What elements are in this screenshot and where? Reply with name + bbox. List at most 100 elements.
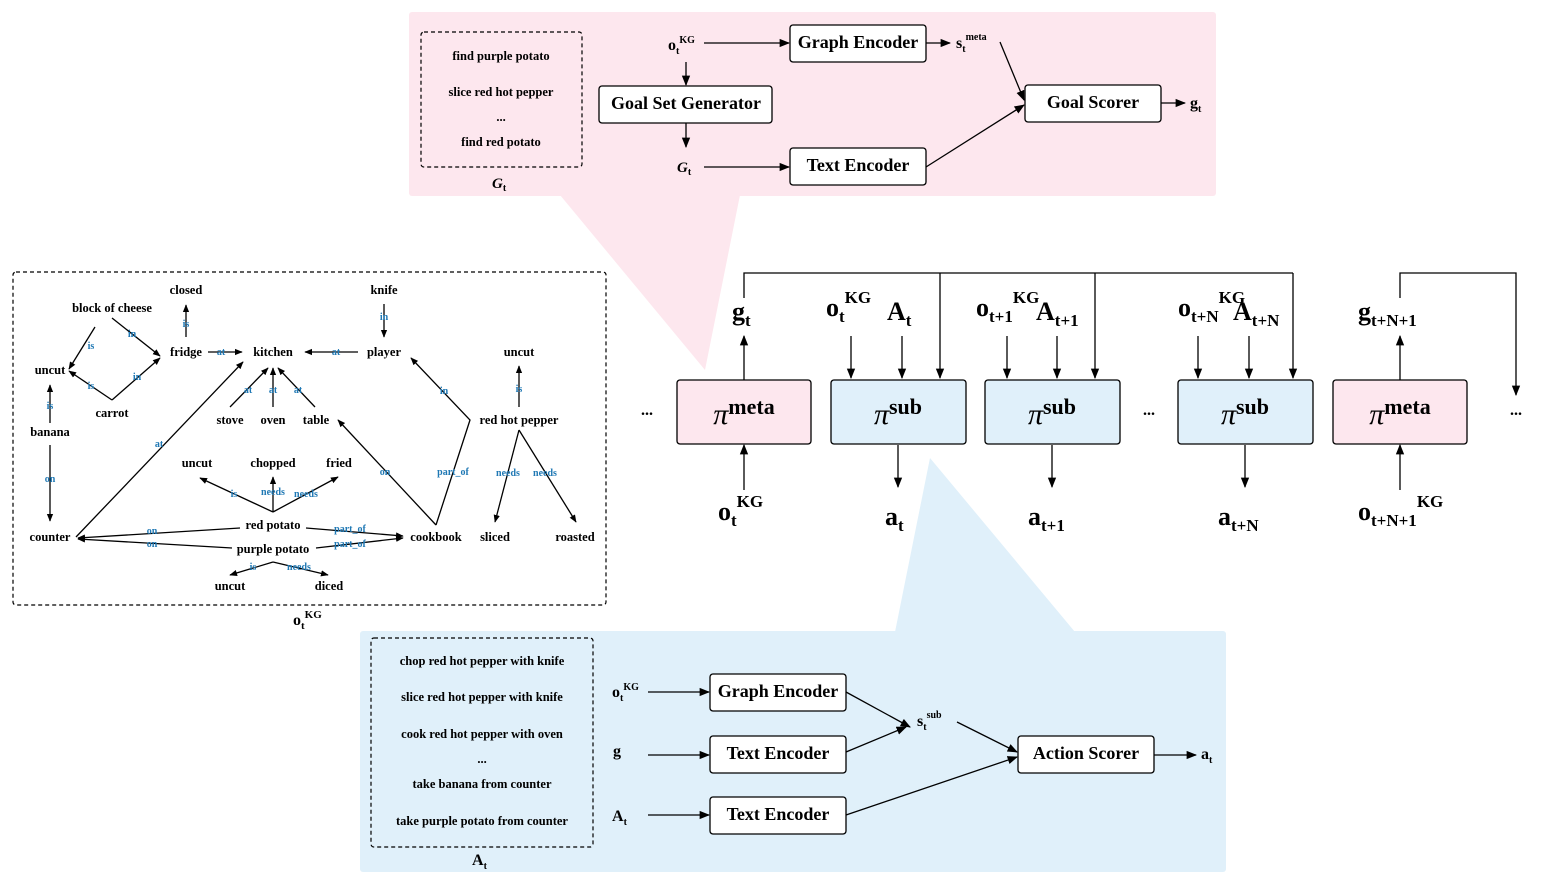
edge-label: is [231, 489, 238, 500]
action-item: slice red hot pepper with knife [401, 690, 563, 704]
action-set-input: At+N [1233, 297, 1280, 330]
graph-encoder-label: Graph Encoder [798, 32, 919, 52]
sub-module: chop red hot pepper with knife slice red… [370, 637, 1213, 872]
node-uncut: uncut [182, 456, 213, 470]
edge-label: at [217, 347, 226, 358]
meta-callout-wedge [560, 195, 740, 370]
pi-sub-label: πsub [1221, 394, 1269, 431]
kg-edge-labels: is in is is in at in at is on at at at a… [45, 312, 557, 573]
node-red-hot-pepper: red hot pepper [480, 413, 559, 427]
edge-label: part_of [334, 524, 366, 535]
edge-label: needs [261, 487, 285, 498]
node-uncut: uncut [215, 579, 246, 593]
edge-label: on [380, 467, 391, 478]
meta-module-arrows [681, 38, 1187, 172]
node-table: table [303, 413, 330, 427]
edge-label: is [88, 341, 95, 352]
action-output: at+1 [1028, 502, 1065, 535]
action-set-caption: At [472, 852, 488, 872]
action-output: at [885, 502, 904, 535]
goal-set-generator-label: Goal Set Generator [611, 93, 761, 113]
observation-input: ot+N+1KG [1358, 492, 1443, 530]
node-purple-potato: purple potato [237, 542, 310, 556]
meta-output-goal: gt [1190, 95, 1202, 115]
action-item: cook red hot pepper with oven [401, 727, 563, 741]
sub-input-actions: At [612, 808, 628, 828]
node-oven: oven [261, 413, 286, 427]
ellipsis: ... [641, 402, 653, 419]
edge-label: in [128, 329, 137, 340]
meta-input-observation: otKG [668, 35, 695, 57]
edge-label: at [269, 385, 278, 396]
goal-output: gt [732, 297, 751, 330]
text-encoder-label: Text Encoder [807, 155, 910, 175]
edge-label: at [155, 439, 164, 450]
edge-label: needs [287, 562, 311, 573]
action-item: chop red hot pepper with knife [400, 654, 565, 668]
node-diced: diced [315, 579, 344, 593]
node-counter: counter [30, 530, 71, 544]
pi-meta-label: πmeta [713, 394, 774, 431]
action-scorer-label: Action Scorer [1033, 743, 1139, 763]
node-player: player [367, 345, 401, 359]
observation-input: otKG [826, 288, 871, 326]
edge-label: part_of [437, 467, 469, 478]
sub-module-arrows [648, 687, 1198, 820]
node-uncut: uncut [504, 345, 535, 359]
node-cookbook: cookbook [410, 530, 461, 544]
edge-label: at [294, 385, 303, 396]
meta-state: stmeta [956, 32, 987, 55]
ellipsis: ... [1143, 402, 1155, 419]
meta-module-panel [409, 12, 1216, 196]
goal-item: ... [496, 110, 505, 124]
edge-label: is [250, 562, 257, 573]
pi-meta-label: πmeta [1369, 394, 1430, 431]
edge-label: at [244, 385, 253, 396]
edge-label: on [45, 474, 56, 485]
observation-input: ot+1KG [976, 288, 1039, 326]
edge-label: in [380, 312, 389, 323]
edge-label: in [133, 372, 142, 383]
node-carrot: carrot [95, 406, 129, 420]
goal-set-caption: Gt [492, 176, 507, 194]
node-roasted: roasted [555, 530, 594, 544]
edge-label: is [88, 381, 95, 392]
text-encoder-label: Text Encoder [727, 804, 830, 824]
action-set-input: At [887, 297, 912, 330]
action-output: at+N [1218, 502, 1259, 535]
policy-timeline: ... ... ... πmeta gt otKG πsub otKG At a… [641, 272, 1522, 535]
node-fridge: fridge [170, 345, 202, 359]
text-encoder-label: Text Encoder [727, 743, 830, 763]
action-set-input: At+1 [1036, 297, 1079, 330]
edge-label: in [440, 386, 449, 397]
sub-callout-wedge [895, 458, 1075, 632]
goal-set-symbol: Gt [677, 160, 692, 178]
meta-module: find purple potato slice red hot pepper … [420, 24, 1202, 194]
goal-item: find purple potato [452, 49, 549, 63]
edge-label: on [147, 526, 158, 537]
edge-label: on [147, 539, 158, 550]
edge-label: part_of [334, 539, 366, 550]
pi-sub-label: πsub [874, 394, 922, 431]
pi-sub-box [830, 379, 967, 445]
edge-label: at [332, 347, 341, 358]
node-chopped: chopped [250, 456, 295, 470]
sub-input-goal: g [613, 743, 621, 760]
meta-module-region [409, 12, 1216, 370]
node-fried: fried [326, 456, 352, 470]
node-kitchen: kitchen [253, 345, 293, 359]
edge-label: is [47, 401, 54, 412]
graph-encoder-label: Graph Encoder [718, 681, 839, 701]
sub-input-observation: otKG [612, 682, 639, 704]
node-red-potato: red potato [246, 518, 301, 532]
kg-edges [46, 304, 577, 577]
kg-nodes: block of cheese closed knife uncut fridg… [30, 283, 595, 593]
action-item: take banana from counter [412, 777, 551, 791]
action-list-border [370, 637, 594, 848]
goal-list-border [420, 31, 583, 168]
sub-output-action: at [1201, 746, 1213, 766]
edge-label: needs [533, 468, 557, 479]
timeline-connectors [743, 272, 1521, 397]
action-item: ... [477, 752, 486, 766]
